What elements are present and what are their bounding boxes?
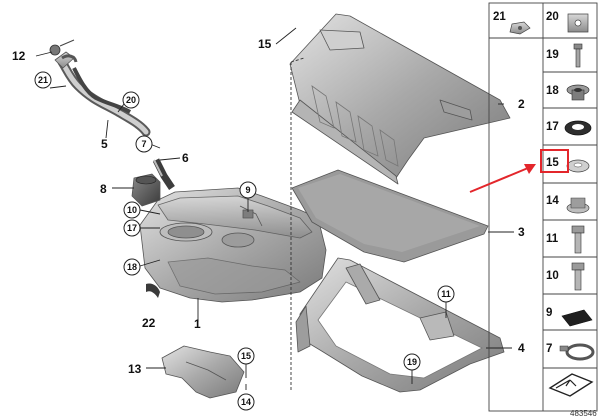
strip-22 (146, 283, 160, 298)
hose-6 (152, 158, 175, 190)
callout-8: 8 (100, 182, 107, 196)
clip-nut-icon (567, 13, 589, 33)
circled-callout-17: 17 (123, 219, 141, 237)
parts-panel: 21 20 19 18 17 15 (488, 2, 598, 412)
circled-callout-11: 11 (437, 285, 455, 303)
panel-label-15: 15 (546, 157, 559, 169)
arrow-shim-icon (548, 373, 594, 397)
panel-label-7: 7 (546, 343, 552, 355)
svg-text:7: 7 (141, 139, 146, 149)
callout-2: 2 (518, 97, 525, 111)
panel-label-11: 11 (546, 233, 559, 245)
circled-callout-19: 19 (403, 353, 421, 371)
callout-1: 1 (194, 317, 201, 331)
panel-label-19: 19 (546, 49, 559, 61)
circled-callout-21: 21 (34, 71, 52, 89)
panel-label-10: 10 (546, 270, 559, 282)
svg-text:18: 18 (127, 262, 137, 272)
hex-bolt-icon (571, 225, 585, 254)
svg-text:14: 14 (241, 397, 251, 407)
image-id: 483546 (570, 409, 597, 418)
spring-nut-icon (509, 21, 531, 35)
filler-cap (49, 39, 75, 56)
circled-callout-10: 10 (123, 201, 141, 219)
svg-text:11: 11 (441, 289, 451, 299)
pad-icon (561, 309, 593, 327)
callout-16: 15 (258, 37, 272, 51)
circled-callout-15: 15 (237, 347, 255, 365)
fuel-tank (139, 187, 327, 303)
callout-3: 3 (518, 225, 525, 239)
circled-callout-9: 9 (239, 181, 257, 199)
svg-text:17: 17 (127, 223, 137, 233)
circled-callout-20: 20 (122, 91, 140, 109)
filler-pipe (54, 51, 151, 137)
heat-shield-13 (161, 345, 245, 399)
lower-frame (295, 257, 505, 393)
insulation-pad (291, 169, 489, 263)
panel-label-18: 18 (546, 85, 559, 97)
screw-icon (573, 43, 583, 68)
callout-13: 13 (128, 362, 142, 376)
circled-callout-14: 14 (237, 393, 255, 411)
panel-label-21: 21 (493, 11, 506, 23)
panel-label-17: 17 (546, 121, 559, 133)
callout-5: 5 (101, 137, 108, 151)
svg-text:20: 20 (126, 95, 136, 105)
svg-text:19: 19 (407, 357, 417, 367)
red-arrow-indicator (469, 164, 536, 193)
collar-nut-icon (566, 197, 590, 214)
callout-12: 12 (12, 49, 26, 63)
circled-callout-18: 18 (123, 258, 141, 276)
callout-6: 6 (182, 151, 189, 165)
hex-bolt-icon (571, 262, 585, 291)
svg-text:15: 15 (241, 351, 251, 361)
panel-label-14: 14 (546, 195, 559, 207)
washer-icon (566, 159, 590, 173)
svg-text:9: 9 (245, 185, 250, 195)
callout-22: 22 (142, 316, 156, 330)
circled-callout-7: 7 (135, 135, 153, 153)
leader-lines (35, 27, 514, 390)
highlight-box (540, 149, 569, 173)
hose-clamp-icon (559, 343, 595, 361)
callout-4: 4 (518, 341, 525, 355)
top-cover (289, 13, 511, 185)
panel-label-20: 20 (546, 11, 559, 23)
panel-label-9: 9 (546, 307, 552, 319)
valve-8 (131, 173, 161, 207)
rubber-ring-icon (564, 120, 592, 136)
grommet-icon (566, 84, 590, 101)
svg-text:10: 10 (127, 205, 137, 215)
svg-text:21: 21 (38, 75, 48, 85)
